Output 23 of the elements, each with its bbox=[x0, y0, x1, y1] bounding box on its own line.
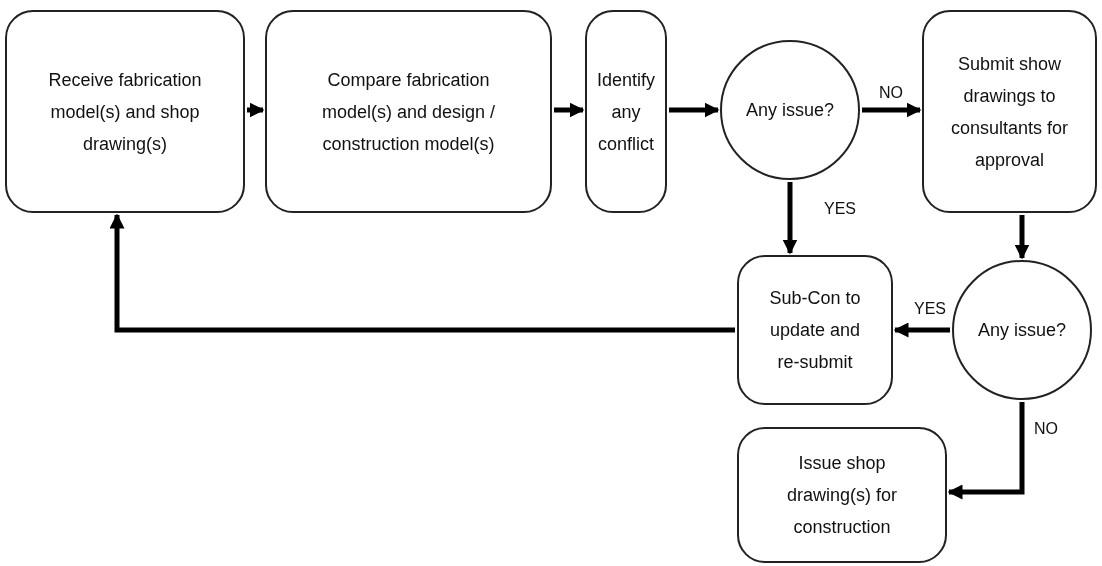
process-box bbox=[922, 10, 1097, 213]
node-text: Compare fabrication model(s) and design / construction model(s) bbox=[320, 68, 497, 156]
node-text: Issue shop drawing(s) for construction bbox=[786, 452, 898, 539]
node-text: Any issue? bbox=[977, 319, 1067, 342]
arrow bbox=[893, 322, 950, 338]
process-box bbox=[737, 255, 893, 405]
arrow bbox=[554, 102, 585, 118]
node-text: Receive fabrication model(s) and shop drawing(s) bbox=[47, 68, 203, 156]
node-text: Any issue? bbox=[745, 99, 835, 122]
process-box bbox=[5, 10, 245, 213]
arrow bbox=[782, 182, 798, 255]
node-text: Submit show drawings to consultants for approval bbox=[949, 52, 1070, 172]
arrow bbox=[1014, 215, 1030, 260]
arrow bbox=[669, 102, 720, 118]
process-box bbox=[737, 427, 947, 563]
process-box bbox=[585, 10, 667, 213]
arrow bbox=[247, 102, 265, 118]
node-text: Identify any conflict bbox=[595, 68, 656, 156]
arrow bbox=[109, 213, 735, 333]
arrow bbox=[947, 402, 1025, 500]
node-text: Sub-Con to update and re-submit bbox=[768, 287, 862, 374]
arrow bbox=[862, 102, 922, 118]
process-box bbox=[265, 10, 552, 213]
